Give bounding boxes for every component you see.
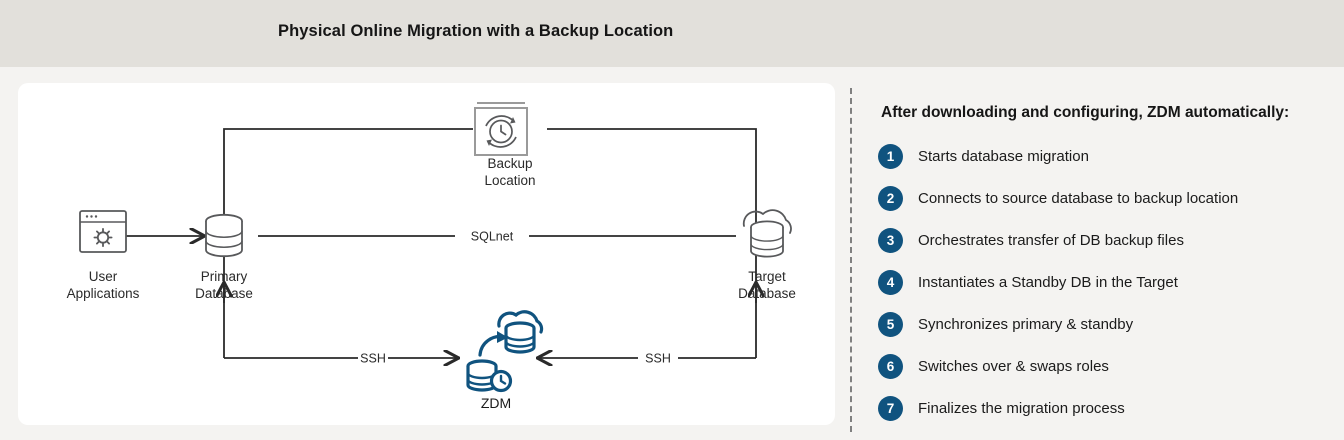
edge-primary-to-zdm: SSH [224, 283, 458, 366]
step-label-5: Synchronizes primary & standby [918, 315, 1134, 333]
database-cylinder-icon [205, 213, 243, 258]
step-label-7: Finalizes the migration process [918, 399, 1125, 417]
step-label-3: Orchestrates transfer of DB backup files [918, 231, 1184, 249]
list-item[interactable]: 4 Instantiates a Standby DB in the Targe… [878, 261, 1338, 303]
edge-label-sqlnet: SQLnet [471, 230, 514, 244]
step-label-6: Switches over & swaps roles [918, 357, 1109, 375]
list-item[interactable]: 6 Switches over & swaps roles [878, 345, 1338, 387]
cloud-database-icon [742, 209, 792, 258]
node-zdm[interactable]: ZDM [466, 310, 544, 411]
list-item[interactable]: 7 Finalizes the migration process [878, 387, 1338, 429]
list-item[interactable]: 5 Synchronizes primary & standby [878, 303, 1338, 345]
step-badge-5: 5 [878, 311, 903, 337]
node-target-database[interactable]: Target Database [738, 209, 796, 301]
edge-backup-to-target [547, 128, 757, 303]
edge-primary-to-target: SQLnet [258, 230, 736, 244]
step-label-4: Instantiates a Standby DB in the Target [918, 273, 1178, 291]
steps-panel-heading: After downloading and configuring, ZDM a… [881, 104, 1290, 121]
panel-divider [850, 88, 852, 432]
node-label-target-database-line2: Database [738, 286, 796, 301]
zdm-migration-icon [466, 310, 544, 393]
step-badge-1: 1 [878, 143, 903, 169]
node-label-backup-location-line2: Location [484, 173, 535, 188]
diagram-card: SQLnet SSH SSH [18, 83, 835, 425]
node-label-user-applications-line1: User [89, 269, 118, 284]
list-item[interactable]: 2 Connects to source database to backup … [878, 177, 1338, 219]
node-label-primary-database-line2: Database [195, 286, 253, 301]
browser-gear-icon [79, 210, 127, 253]
edge-primary-to-backup [223, 128, 473, 303]
list-item[interactable]: 1 Starts database migration [878, 135, 1338, 177]
list-item[interactable]: 3 Orchestrates transfer of DB backup fil… [878, 219, 1338, 261]
step-label-1: Starts database migration [918, 147, 1089, 165]
node-primary-database[interactable]: Primary Database [195, 213, 253, 301]
header-band: Physical Online Migration with a Backup … [0, 0, 1344, 67]
step-badge-6: 6 [878, 353, 903, 379]
step-badge-4: 4 [878, 269, 903, 295]
page-title: Physical Online Migration with a Backup … [278, 22, 674, 40]
steps-panel: After downloading and configuring, ZDM a… [878, 90, 1338, 440]
step-label-2: Connects to source database to backup lo… [918, 189, 1239, 207]
edge-label-ssh-left: SSH [360, 352, 386, 366]
backup-clock-icon [474, 102, 528, 156]
steps-list: 1 Starts database migration 2 Connects t… [878, 135, 1338, 429]
step-badge-2: 2 [878, 185, 903, 211]
step-badge-3: 3 [878, 227, 903, 253]
node-label-primary-database-line1: Primary [201, 269, 248, 284]
edge-target-to-zdm: SSH [538, 283, 756, 366]
node-label-target-database-line1: Target [748, 269, 786, 284]
edge-label-ssh-right: SSH [645, 352, 671, 366]
step-badge-7: 7 [878, 395, 903, 421]
node-label-backup-location-line1: Backup [487, 156, 532, 171]
node-label-zdm: ZDM [481, 395, 511, 411]
node-backup-location[interactable]: Backup Location [474, 102, 536, 188]
migration-diagram: SQLnet SSH SSH [67, 102, 796, 411]
node-label-user-applications-line2: Applications [67, 286, 140, 301]
node-user-applications[interactable]: User Applications [67, 210, 140, 301]
